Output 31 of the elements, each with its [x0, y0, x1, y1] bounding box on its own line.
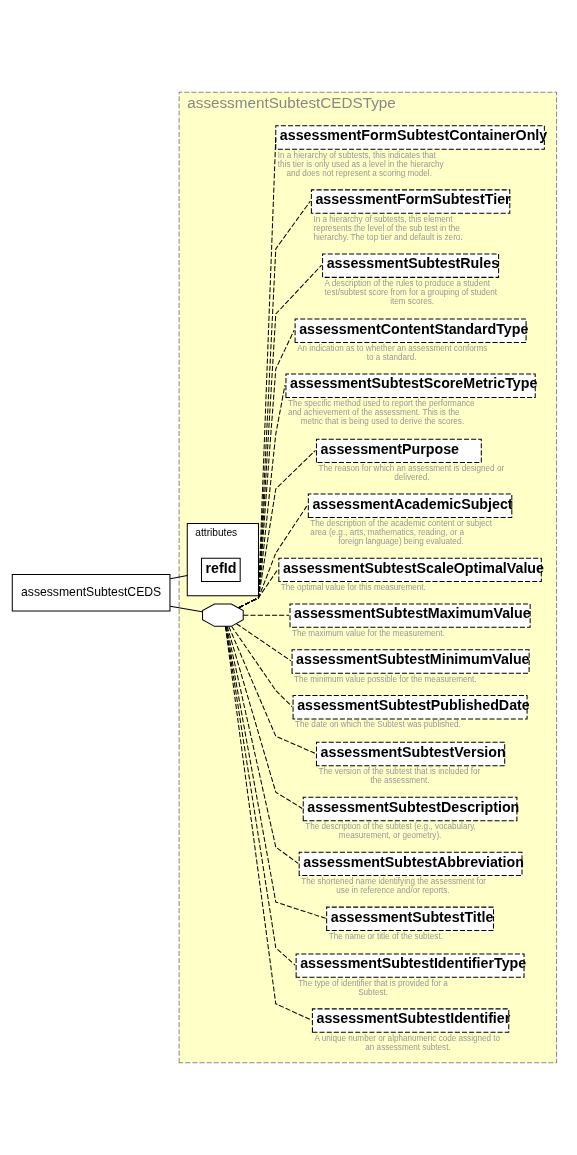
node-label: The name or title of the subtest. [328, 932, 443, 942]
connector [226, 626, 303, 809]
node-label: The maximum value for the measurement. [292, 628, 445, 638]
node-label: A unique number or alphanumeric code assigned to an assessment subtest. [314, 1033, 501, 1052]
connector [236, 623, 292, 662]
node-label: The optimal value for this measurement. [280, 583, 426, 593]
node-label: The description of the academic content or subject area (e.g., arts, mathematics, reading, or a foreign language) being evaluated. [310, 519, 492, 547]
node-octagon [202, 603, 244, 627]
connector [225, 625, 327, 919]
connector [169, 575, 188, 580]
node-label: The reason for which an assessment is designed or delivered. [318, 464, 505, 483]
connector [242, 614, 290, 616]
node-label: The date on which the Subtest was published. [295, 720, 461, 730]
connector [228, 626, 316, 754]
node-label: The shortened name identifying the assessment for use in reference and/or reports. [301, 877, 486, 896]
node-label: The minimum value possible for the measurement. [294, 674, 477, 684]
connector [169, 605, 203, 613]
node-box: assessmentSubtestCEDS [11, 573, 171, 612]
node-label: The specific method used to report the performance and achievement of the assessment. This is the metric that is being used to derive the scores. [287, 398, 475, 427]
connector [238, 136, 277, 609]
node-label: In a hierarchy of subtests, this element represents the level of the sub test in the hierarchy. The top tier and default is zero. [313, 214, 463, 243]
connector [224, 625, 312, 1021]
node-label: An indication as to whether an assessment conforms to a standard. [297, 344, 488, 363]
connector [231, 625, 293, 708]
node-label: A description of the rules to produce a student test/subtest score from for a grouping of student item scores. [324, 278, 498, 307]
node-label: The version of the subtest that is included for the assessment. [318, 767, 481, 786]
connector [225, 626, 299, 864]
connector [225, 626, 296, 966]
node-label: The description of the subtest (e.g., vocabulary, measurement, or geometry). [305, 822, 476, 841]
node-label: In a hierarchy of subtests, this indicates that this tier is only used as a level in the hierarchy and does not represent a scoring model. [277, 150, 444, 179]
node-label: The type of identifier that is provided for a Subtest. [298, 978, 448, 998]
